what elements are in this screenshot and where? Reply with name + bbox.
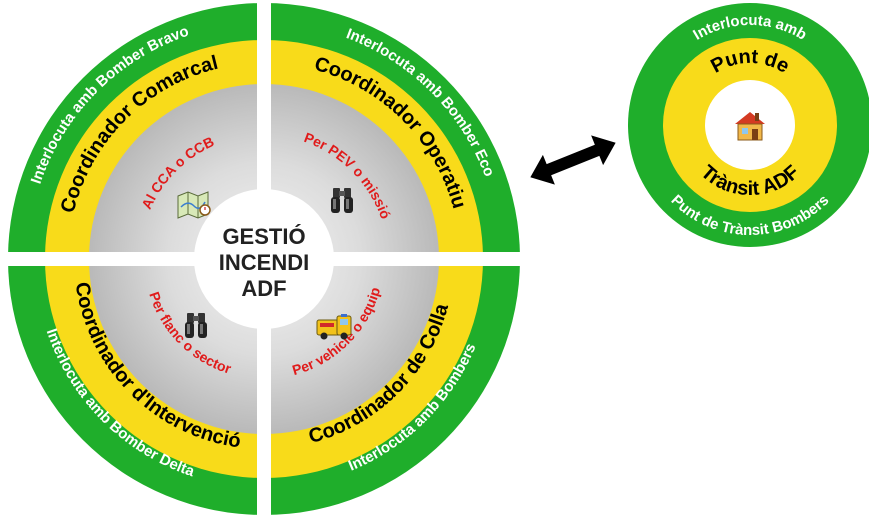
binoculars-icon <box>331 188 353 213</box>
center-title-line1: GESTIÓ <box>222 224 305 249</box>
main-circle <box>8 3 520 515</box>
center-title-line3: ADF <box>241 276 286 301</box>
binoculars-icon <box>185 313 207 338</box>
double-arrow-icon <box>530 135 616 185</box>
center-title-line2: INCENDI <box>219 250 309 275</box>
map-icon <box>177 191 211 219</box>
center-hub-fill <box>200 195 328 323</box>
fire-truck-icon <box>316 314 352 340</box>
house-icon <box>735 112 765 141</box>
